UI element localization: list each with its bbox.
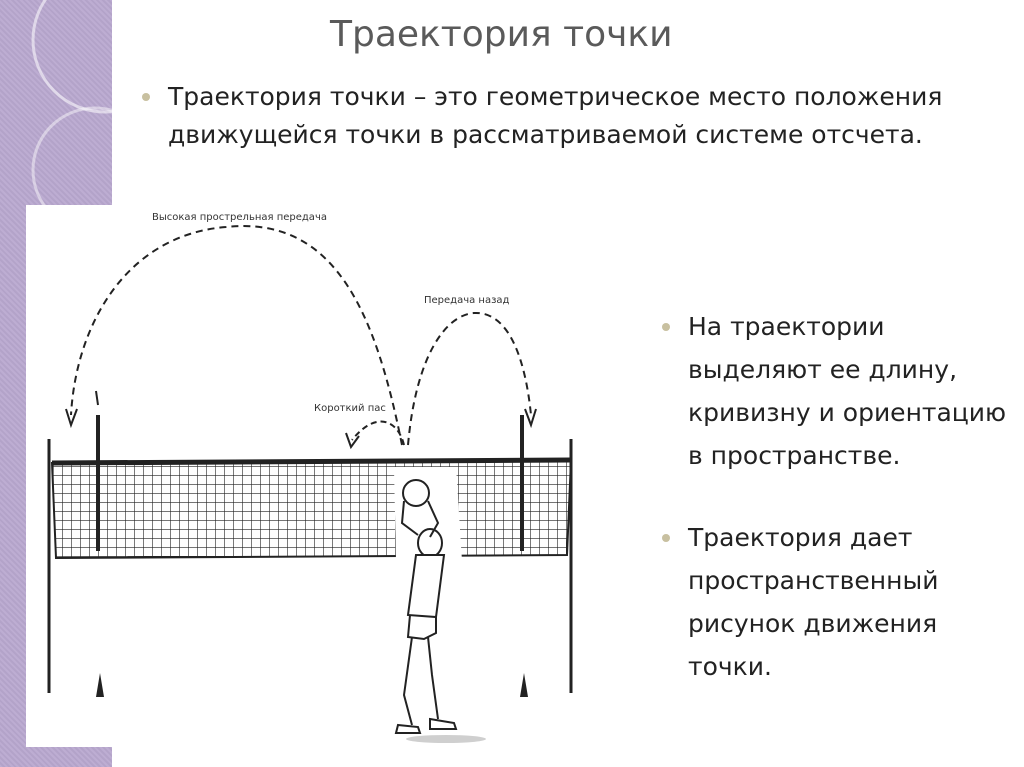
bullet-picture: Траектория дает пространственный рисунок… xyxy=(662,516,1008,688)
bullet-dot xyxy=(662,534,670,542)
bullet-dot xyxy=(662,323,670,331)
bullet-definition: Траектория точки – это геометрическое ме… xyxy=(142,78,948,154)
short-pass-arrow xyxy=(345,432,360,450)
net-top-band xyxy=(51,457,572,466)
bullet-dot xyxy=(142,93,150,101)
high-pass-arrow xyxy=(65,408,78,429)
label-short-pass: Короткий пас xyxy=(314,403,386,414)
back-pass-trajectory xyxy=(407,311,532,446)
high-pass-trajectory xyxy=(70,225,403,446)
net-gap xyxy=(394,467,462,561)
back-pass-arrow xyxy=(524,408,537,429)
volleyball-net-diagram: Высокая прострельная передача Передача н… xyxy=(47,212,573,743)
volleyball-net xyxy=(50,458,573,560)
bullet-picture-text: Траектория дает пространственный рисунок… xyxy=(688,523,939,681)
bullet-characteristics: На траектории выделяют ее длину, кривизн… xyxy=(662,305,1008,477)
label-back-pass: Передача назад xyxy=(424,295,510,306)
volleyball-illustration: Высокая прострельная передача Передача н… xyxy=(26,205,606,747)
player-figure xyxy=(394,479,458,734)
high-pass-tick xyxy=(95,390,99,406)
label-high-pass: Высокая прострельная передача xyxy=(152,212,327,223)
short-pass-trajectory xyxy=(351,420,405,446)
court-marker-right xyxy=(520,673,528,697)
bullet-characteristics-text: На траектории выделяют ее длину, кривизн… xyxy=(688,312,1007,470)
bullet-definition-text: Траектория точки – это геометрическое ме… xyxy=(168,82,943,149)
slide-title: Траектория точки xyxy=(330,14,673,55)
player-shadow xyxy=(406,735,486,743)
court-marker-left xyxy=(96,673,104,697)
